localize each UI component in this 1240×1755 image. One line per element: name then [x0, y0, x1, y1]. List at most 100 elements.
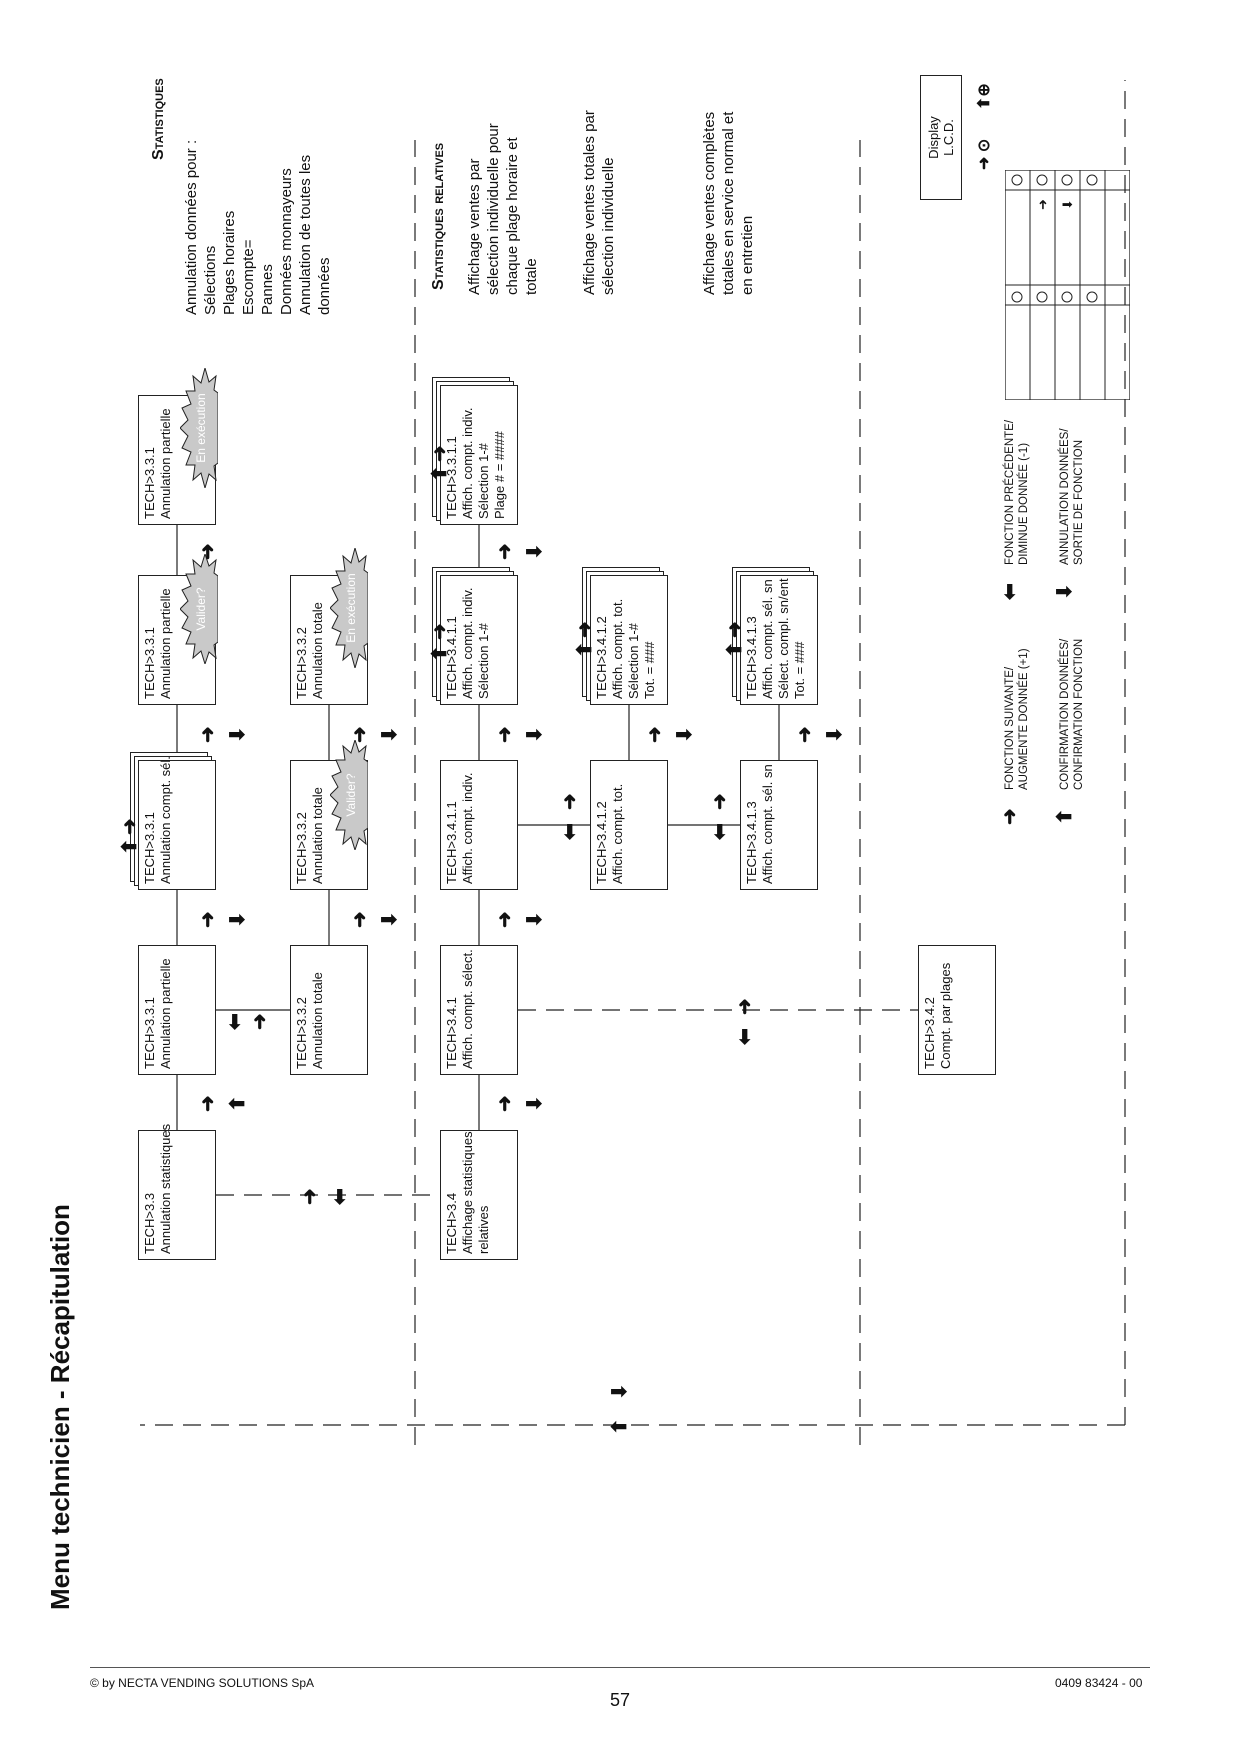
- burst-label: Valider?: [344, 773, 358, 816]
- arrow-down-icon: ⬇: [379, 911, 401, 928]
- section-text-statistiques: Annulation données pour : Sélections Pla…: [183, 139, 333, 315]
- arrow-down-icon: ⬇: [524, 726, 546, 743]
- burst-shape: [180, 368, 218, 488]
- burst-execution-1: En exécution: [180, 368, 218, 488]
- rotated-diagram: Menu technicien - Récapitulation TECH>3.…: [0, 50, 1130, 1640]
- arrow-up-icon: ⬆: [609, 1418, 631, 1435]
- arrow-down-icon: ⬇: [227, 911, 249, 928]
- arrow-next-icon: ➜: [724, 621, 746, 638]
- arrow-up-icon: ⬆: [429, 465, 451, 482]
- legend-cancel-label: ANNULATION DONNÉES/ SORTIE DE FONCTION: [1059, 428, 1085, 565]
- arrow-next-icon: ➜: [299, 1188, 321, 1205]
- footer-copyright: © by NECTA VENDING SOLUTIONS SpA: [90, 1676, 315, 1690]
- keypad-next-key-icon: ➜: [1035, 199, 1050, 210]
- arrow-up-icon: ⬆: [119, 838, 141, 855]
- arrow-down-icon: ⬇: [524, 543, 546, 560]
- box-tech-3-4-1-3-sn-ent: TECH>3.4.1.3 Affich. compt. sél. sn Séle…: [740, 575, 818, 705]
- legend-prev-icon: ⬅: [999, 583, 1021, 600]
- arrow-next-icon: ➜: [197, 726, 219, 743]
- box-tech-3-4-1-1-selection: TECH>3.4.1.1 Affich. compt. indiv. Sélec…: [440, 575, 518, 705]
- box-tech-3-3-2: TECH>3.3.2 Annulation totale: [290, 945, 368, 1075]
- arrow-prev-icon: ⬅: [734, 1028, 756, 1045]
- arrow-prev-icon: ⬅: [709, 823, 731, 840]
- arrow-next-icon: ➜: [494, 726, 516, 743]
- legend-next-label: FONCTION SUIVANTE/ AUGMENTE DONNÉE (+1): [1004, 648, 1030, 790]
- arrow-next-icon: ➜: [734, 998, 756, 1015]
- arrow-next-icon: ➜: [197, 543, 219, 560]
- arrow-down-icon: ⬇: [609, 1383, 631, 1400]
- section-text-relatives-2: Affichage ventes totales par sélection i…: [581, 110, 617, 295]
- arrow-next-icon: ➜: [197, 911, 219, 928]
- burst-valider-2: Valider?: [330, 740, 368, 850]
- legend-prev-label: FONCTION PRÉCÉDENTE/ DIMINUE DONNÉE (-1): [1004, 419, 1030, 565]
- burst-label: En exécution: [194, 393, 208, 462]
- footer-doc-code: 0409 83424 - 00: [1055, 1676, 1143, 1690]
- section-text-relatives-1: Affichage ventes par sélection individue…: [466, 123, 540, 295]
- arrow-up-icon: ⬆: [429, 645, 451, 662]
- arrow-down-icon: ⬇: [524, 1095, 546, 1112]
- keypad-down-key-icon: ⬇: [1060, 199, 1075, 210]
- section-heading-statistiques: Statistiques: [150, 78, 167, 160]
- legend-cancel-icon: ⬇: [1054, 583, 1076, 600]
- arrow-next-icon: ➜: [709, 793, 731, 810]
- box-tech-3-4-1-2: TECH>3.4.1.2 Affich. compt. tot.: [590, 760, 668, 890]
- box-tech-3-4: TECH>3.4 Affichage statistiques relative…: [440, 1130, 518, 1260]
- legend-confirm-icon: ⬆: [1054, 808, 1076, 825]
- arrow-next-icon: ➜: [429, 623, 451, 640]
- box-tech-3-4-1-1: TECH>3.4.1.1 Affich. compt. indiv.: [440, 760, 518, 890]
- arrow-next-icon: ➜: [494, 543, 516, 560]
- legend-next-icon: ➜: [999, 808, 1021, 825]
- arrow-next-icon: ➜: [249, 1013, 271, 1030]
- arrow-next-icon: ➜ ⊙: [976, 138, 993, 170]
- keypad-buttons: [1011, 174, 1098, 303]
- legend-confirm-label: CONFIRMATION DONNÉES/ CONFIRMATION FONCT…: [1059, 638, 1085, 790]
- footer-rule: [90, 1667, 1150, 1668]
- connector-lines: [140, 80, 1126, 1445]
- arrow-next-icon: ➜: [494, 1095, 516, 1112]
- box-tech-3-3-1: TECH>3.3.1 Annulation partielle: [138, 945, 216, 1075]
- arrow-up-icon: ⬆: [227, 1095, 249, 1112]
- box-tech-3-4-2: TECH>3.4.2 Compt. par plages: [918, 945, 996, 1075]
- arrow-up-icon: ⬆⊕: [976, 83, 993, 110]
- arrow-next-icon: ➜: [794, 726, 816, 743]
- arrow-next-icon: ➜: [559, 793, 581, 810]
- burst-execution-2: En exécution: [330, 548, 368, 668]
- burst-shape: [330, 548, 368, 668]
- burst-label: En exécution: [344, 573, 358, 642]
- burst-shape: [180, 554, 218, 664]
- arrow-next-icon: ➜: [349, 911, 371, 928]
- arrow-prev-icon: ⬅: [224, 1013, 246, 1030]
- arrow-next-icon: ➜: [574, 621, 596, 638]
- box-tech-3-3-1-annulation-compt-sel: TECH>3.3.1 Annulation compt. sél.: [138, 756, 216, 890]
- burst-valider-1: Valider?: [180, 554, 218, 664]
- page-title: Menu technicien - Récapitulation: [45, 1204, 75, 1610]
- arrow-down-icon: ⬇: [524, 911, 546, 928]
- arrow-down-icon: ⬇: [227, 726, 249, 743]
- burst-shape: [330, 740, 368, 850]
- page-number: 57: [610, 1690, 631, 1710]
- keypad-rows: [1005, 170, 1130, 400]
- arrow-prev-icon: ⬅: [329, 1188, 351, 1205]
- arrow-next-icon: ➜: [429, 445, 451, 462]
- burst-label: Valider?: [194, 587, 208, 630]
- arrow-down-icon: ⬇: [379, 726, 401, 743]
- box-tech-3-3-1-1-plage: TECH>3.3.1.1 Affich. compt. indiv. Sélec…: [440, 385, 518, 525]
- arrow-prev-icon: ⬅: [559, 823, 581, 840]
- box-tech-3-4-1: TECH>3.4.1 Affich. compt. sélect.: [440, 945, 518, 1075]
- arrow-next-icon: ➜: [494, 911, 516, 928]
- arrow-down-icon: ⬇: [824, 726, 846, 743]
- box-tech-3-4-1-3: TECH>3.4.1.3 Affich. compt. sél. sn: [740, 760, 818, 890]
- keypad-diagram: ➜ ⬇: [1005, 170, 1130, 400]
- arrow-up-icon: ⬆: [574, 641, 596, 658]
- arrow-up-icon: ⬆: [724, 641, 746, 658]
- arrow-down-icon: ⬇: [674, 726, 696, 743]
- arrow-next-icon: ➜: [197, 1095, 219, 1112]
- arrow-next-icon: ➜: [644, 726, 666, 743]
- display-lcd-label: Display L.C.D.: [920, 75, 962, 200]
- box-tech-3-3: TECH>3.3 Annulation statistiques: [138, 1124, 216, 1260]
- section-text-relatives-3: Affichage ventes complètes totales en se…: [701, 111, 756, 295]
- arrow-next-icon: ➜: [119, 818, 141, 835]
- section-heading-relatives: Statistiques relatives: [430, 142, 447, 290]
- box-tech-3-4-1-2-tot: TECH>3.4.1.2 Affich. compt. tot. Sélecti…: [590, 575, 668, 705]
